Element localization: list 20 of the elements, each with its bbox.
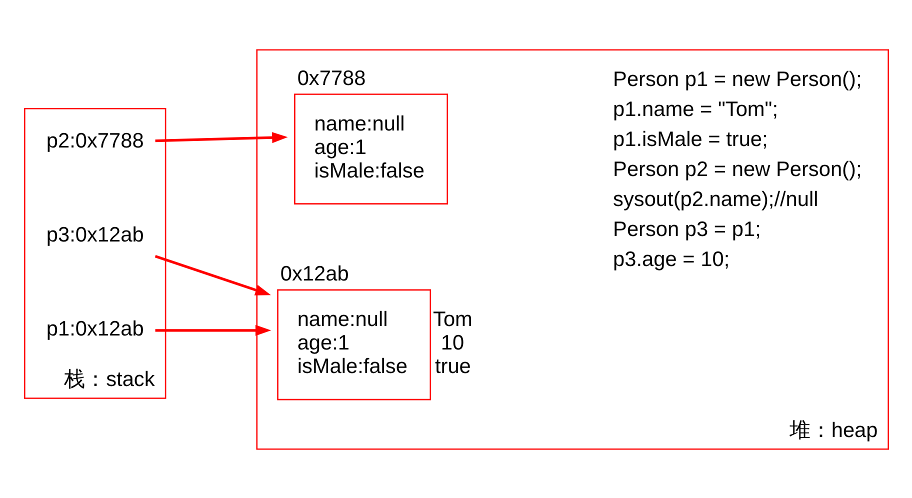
node-label: 0x7788 (296, 66, 366, 90)
label: sysout(p2.name);//null (612, 188, 818, 211)
node-label: 0x12ab (280, 262, 348, 286)
node-text: p3:0x12ab (46, 222, 144, 246)
label: Person p2 = new Person(); (612, 158, 862, 181)
node-box: name:null age:1 isMale:false (276, 288, 431, 400)
arrow (154, 324, 271, 336)
arrow (154, 132, 288, 143)
label: Person p1 = new Person(); (612, 68, 862, 91)
node-label: 10 (440, 331, 464, 354)
label: Person p3 = p1; (612, 218, 760, 241)
node-label: Tom (432, 308, 472, 331)
node-text: p2:0x7788 (46, 128, 144, 152)
node-label: true (434, 354, 470, 378)
node-box: name:null age:1 isMale:false (294, 93, 448, 204)
label: p1.name = "Tom"; (612, 98, 778, 121)
node-text: p1:0x12ab (46, 316, 144, 340)
arrow (154, 254, 270, 295)
label: p3.age = 10; (612, 248, 730, 271)
label: p1.isMale = true; (612, 128, 768, 151)
